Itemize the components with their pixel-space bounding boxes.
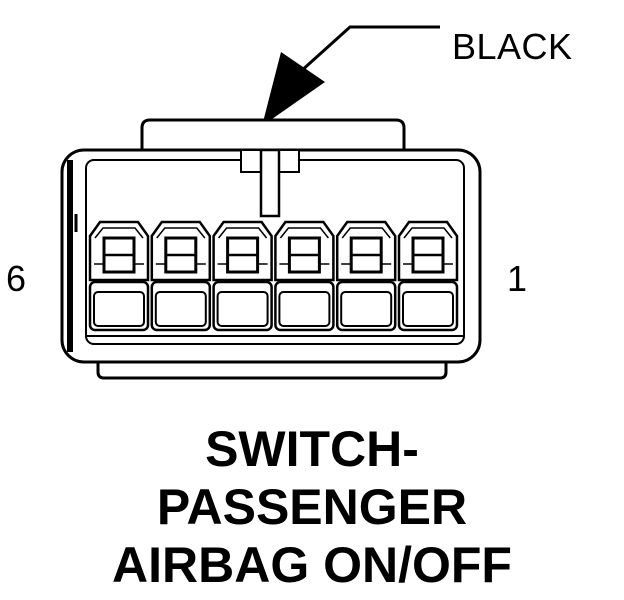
terminal-cavity	[212, 220, 273, 332]
terminal-cavity	[88, 220, 150, 332]
terminal-cavity	[274, 220, 335, 332]
terminal-cavity	[150, 220, 212, 332]
pin-number-left: 6	[6, 258, 27, 299]
terminal-cavity	[397, 220, 459, 332]
wire-color-leader	[262, 25, 440, 126]
connector-title: SWITCH- PASSENGER AIRBAG ON/OFF	[0, 420, 624, 594]
pin-number-right: 1	[507, 258, 528, 299]
wire-color-label: BLACK	[452, 26, 573, 67]
title-line-3: AIRBAG ON/OFF	[112, 537, 512, 593]
connector-bottom-lip	[96, 362, 448, 380]
title-line-2: PASSENGER	[156, 479, 468, 535]
terminal-cavity	[335, 220, 397, 332]
title-line-1: SWITCH-	[205, 421, 419, 477]
terminal-cavities	[88, 220, 459, 332]
connector-latch	[140, 118, 406, 150]
connector-lock-post	[240, 148, 300, 218]
